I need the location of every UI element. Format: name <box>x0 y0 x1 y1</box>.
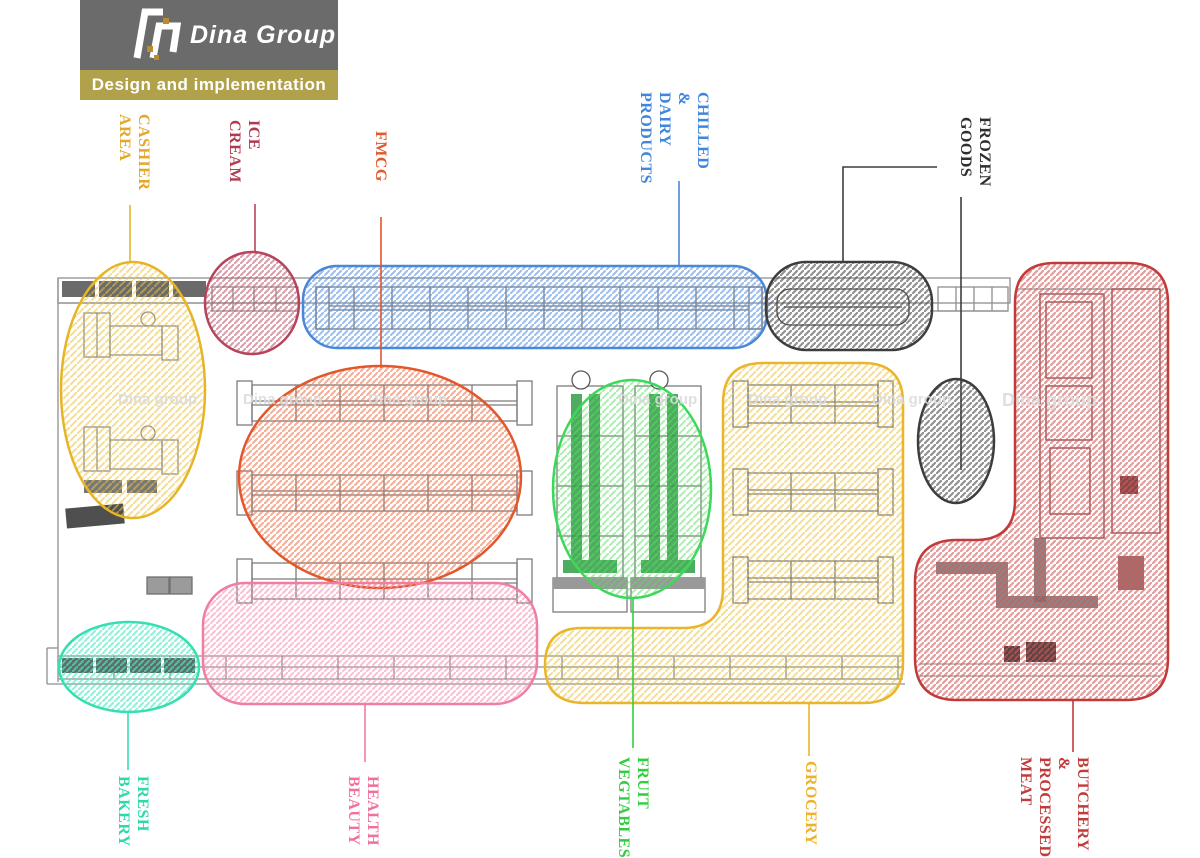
label-fresh-bakery: FRESH BAKERY <box>115 776 151 847</box>
watermark-text: Dina group <box>243 391 322 408</box>
label-health-beauty: HEALTH BEAUTY <box>345 776 381 846</box>
zone-health-beauty <box>201 581 539 706</box>
watermark-text: Dina group <box>748 391 827 408</box>
label-chilled-dairy: CHILLED & DAIRY PRODUCTS <box>637 92 711 185</box>
dina-logo-icon <box>133 8 182 60</box>
watermark-text: Dina group <box>1002 390 1097 410</box>
brand-box: Dina Group <box>80 0 338 70</box>
label-butchery: BUTCHERY & PROCESSED MEAT <box>1017 757 1091 858</box>
watermark-text: Dina group <box>618 391 697 408</box>
zone-cashier-area <box>59 260 207 520</box>
brand-name: Dina Group <box>190 20 337 49</box>
leader-lines <box>127 166 1074 770</box>
watermarks: Dina group Dina group Dina group Dina gr… <box>118 390 1097 410</box>
zone-frozen-goods-cabinet <box>764 260 934 352</box>
zone-grocery <box>543 361 905 705</box>
brand-tagline: Design and implementation <box>80 70 338 100</box>
zone-chilled-dairy <box>301 264 769 350</box>
label-grocery: GROCERY <box>802 761 819 846</box>
zone-fruit-veg <box>551 378 713 600</box>
watermark-text: Dina group <box>872 391 951 408</box>
zone-fresh-bakery <box>57 620 201 714</box>
watermark-text: Dina group <box>118 391 197 408</box>
label-ice-cream: ICE CREAM <box>226 120 262 183</box>
zones <box>57 250 1170 714</box>
floor-plan: Dina group Dina group Dina group Dina gr… <box>46 166 1170 770</box>
zone-frozen-goods-island <box>916 377 996 505</box>
watermark-text: Dina group <box>368 391 447 408</box>
label-frozen-goods: FROZEN GOODS <box>957 117 993 187</box>
label-fmcg: FMCG <box>372 131 389 182</box>
label-fruit-veg: FRUIT VEGTABLES <box>615 757 651 858</box>
label-cashier-area: CASHIER AREA <box>116 114 152 191</box>
zone-butchery <box>913 261 1170 702</box>
zone-ice-cream <box>203 250 301 356</box>
